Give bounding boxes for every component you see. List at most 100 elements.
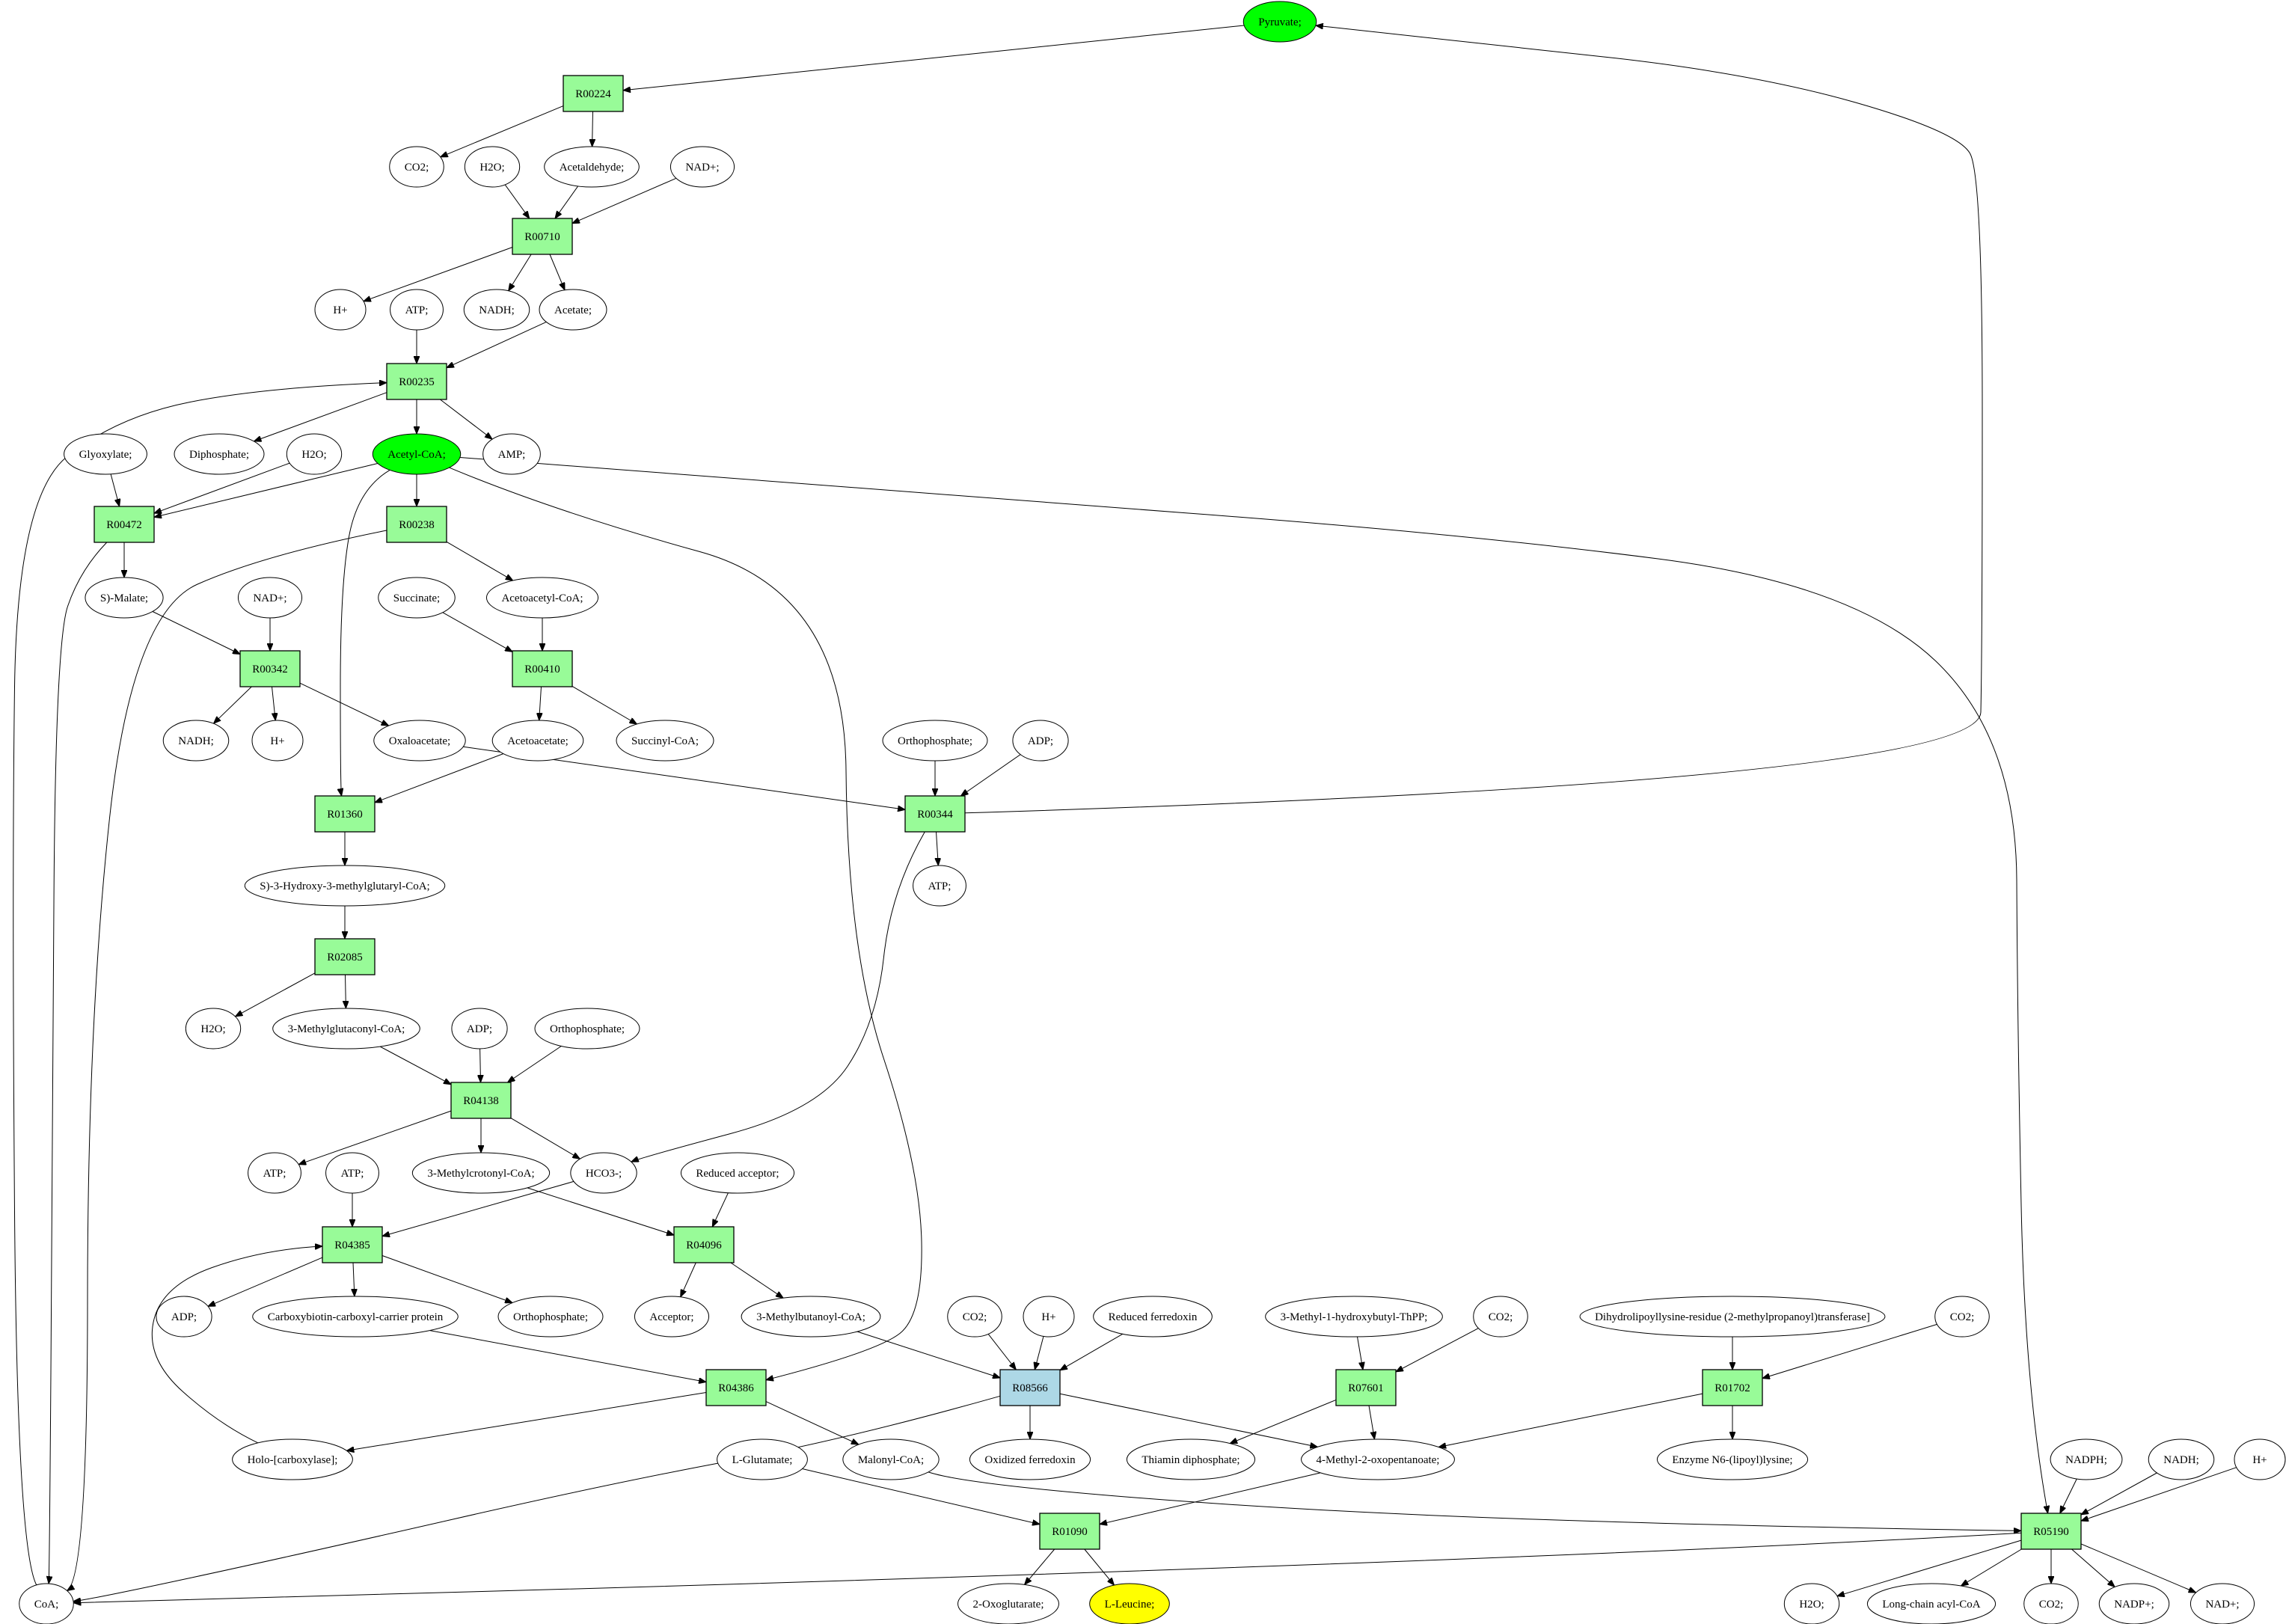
compound-ellipse [1866, 1583, 1997, 1624]
compound-node[interactable]: AMP; [482, 433, 541, 475]
compound-node[interactable]: ATP; [248, 1152, 301, 1194]
compound-node[interactable]: ATP; [913, 865, 966, 907]
compound-node[interactable]: Acceptor; [634, 1296, 710, 1337]
reaction-node[interactable]: R04386 [705, 1369, 767, 1406]
compound-node[interactable]: Oxaloacetate; [373, 720, 466, 762]
edge-r_R05190-to-c_longchainacylcoa [1961, 1548, 2022, 1586]
compound-node[interactable]: CoA; [19, 1583, 74, 1624]
compound-node[interactable]: Succinate; [378, 577, 456, 619]
reaction-node[interactable]: R00472 [94, 506, 155, 543]
compound-node[interactable]: Succinyl-CoA; [616, 720, 714, 762]
compound-node[interactable]: 3-Methylglutaconyl-CoA; [272, 1008, 420, 1050]
compound-node[interactable]: H2O; [185, 1008, 242, 1050]
compound-node[interactable]: Acetoacetate; [491, 720, 584, 762]
compound-node[interactable]: Thiamin diphosphate; [1126, 1438, 1256, 1480]
compound-node[interactable]: Acetaldehyde; [544, 146, 640, 188]
compound-node[interactable]: Orthophosphate; [882, 720, 988, 762]
compound-node[interactable]: L-Glutamate; [717, 1438, 808, 1480]
reaction-node[interactable]: R08566 [999, 1369, 1061, 1406]
compound-node[interactable]: Acetoacetyl-CoA; [485, 577, 599, 619]
reaction-node[interactable]: R00224 [563, 75, 624, 112]
compound-node[interactable]: H+ [314, 289, 367, 331]
reaction-node[interactable]: R01702 [1702, 1369, 1763, 1406]
reaction-node[interactable]: R00235 [386, 363, 447, 400]
compound-node[interactable]: Malonyl-CoA; [842, 1438, 940, 1480]
compound-node[interactable]: ATP; [390, 289, 444, 331]
compound-node[interactable]: ADP; [1012, 720, 1069, 762]
compound-label: H+ [270, 735, 284, 747]
compound-node[interactable]: 4-Methyl-2-oxopentanoate; [1301, 1438, 1455, 1480]
compound-node[interactable]: H+ [1023, 1296, 1075, 1337]
compound-node[interactable]: ATP; [325, 1152, 379, 1194]
compound-node[interactable]: H2O; [464, 146, 521, 188]
reaction-node[interactable]: R00342 [239, 650, 301, 687]
compound-node[interactable]: NADPH; [2050, 1438, 2123, 1480]
compound-node[interactable]: 2-Oxoglutarate; [957, 1583, 1059, 1624]
reaction-box [1335, 1369, 1397, 1406]
reaction-box [386, 506, 447, 543]
compound-node[interactable]: CO2; [389, 146, 444, 188]
compound-node[interactable]: Diphosphate; [174, 433, 265, 475]
reaction-node[interactable]: R00344 [904, 795, 966, 833]
reaction-node[interactable]: R04096 [673, 1226, 735, 1263]
compound-node[interactable]: CO2; [947, 1296, 1002, 1337]
edge-c_reducedacceptor-to-r_R04096 [712, 1192, 729, 1227]
compound-node[interactable]: Acetyl-CoA; [372, 433, 462, 475]
compound-node[interactable]: NAD+; [237, 577, 303, 619]
compound-label: H+ [2252, 1454, 2267, 1466]
compound-node[interactable]: H2O; [1783, 1583, 1840, 1624]
compound-node[interactable]: Carboxybiotin-carboxyl-carrier protein [252, 1296, 459, 1337]
compound-node[interactable]: Reduced ferredoxin [1093, 1296, 1213, 1337]
compound-node[interactable]: NADH; [463, 289, 530, 331]
reaction-node[interactable]: R00238 [386, 506, 447, 543]
compound-node[interactable]: Orthophosphate; [534, 1008, 640, 1050]
compound-node[interactable]: S)-Malate; [85, 577, 164, 619]
compound-node[interactable]: ADP; [451, 1008, 508, 1050]
compound-label: Dihydrolipoyllysine-residue (2-methylpro… [1595, 1311, 1870, 1323]
reaction-node[interactable]: R00710 [512, 218, 573, 255]
compound-node[interactable]: Orthophosphate; [497, 1296, 604, 1337]
compound-node[interactable]: NAD+; [2190, 1583, 2255, 1624]
compound-node[interactable]: CO2; [1934, 1296, 1990, 1337]
compound-node[interactable]: CO2; [1473, 1296, 1528, 1337]
compound-node[interactable]: H+ [251, 720, 304, 762]
compound-ellipse [373, 720, 466, 762]
compound-node[interactable]: NADH; [2148, 1438, 2215, 1480]
compound-node[interactable]: NADP+; [2098, 1583, 2170, 1624]
reaction-node[interactable]: R04138 [450, 1082, 512, 1119]
reaction-node[interactable]: R01360 [314, 795, 376, 833]
compound-ellipse [634, 1296, 710, 1337]
compound-node[interactable]: Acetate; [539, 289, 607, 331]
compound-node[interactable]: CO2; [2023, 1583, 2079, 1624]
compound-node[interactable]: 3-Methyl-1-hydroxybutyl-ThPP; [1265, 1296, 1443, 1337]
compound-node[interactable]: H+ [2234, 1438, 2286, 1480]
reaction-node[interactable]: R00410 [512, 650, 573, 687]
compound-node[interactable]: NADH; [162, 720, 230, 762]
compound-label: Acetoacetyl-CoA; [501, 592, 583, 604]
compound-node[interactable]: Reduced acceptor; [680, 1152, 795, 1194]
compound-node[interactable]: H2O; [286, 433, 343, 475]
compound-node[interactable]: Dihydrolipoyllysine-residue (2-methylpro… [1579, 1296, 1886, 1337]
compound-node[interactable]: Holo-[carboxylase]; [232, 1438, 353, 1480]
nodes-layer: Pyruvate; CO2; H2O; Acetaldehyde; NAD+; H+ ATP… [19, 1, 2286, 1624]
compound-node[interactable]: ADP; [156, 1296, 212, 1337]
compound-node[interactable]: Pyruvate; [1242, 1, 1317, 43]
edge-c_acetylcoa-to-r_R00472 [154, 463, 379, 518]
compound-node[interactable]: NAD+; [669, 146, 735, 188]
compound-node[interactable]: L-Leucine; [1089, 1583, 1170, 1624]
reaction-box [563, 75, 624, 112]
compound-node[interactable]: Enzyme N6-(lipoyl)lysine; [1656, 1438, 1809, 1480]
reaction-node[interactable]: R02085 [314, 938, 376, 975]
compound-node[interactable]: Glyoxylate; [64, 433, 147, 475]
compound-node[interactable]: Oxidized ferredoxin [969, 1438, 1091, 1480]
reaction-node[interactable]: R01090 [1039, 1513, 1100, 1550]
compound-node[interactable]: S)-3-Hydroxy-3-methylglutaryl-CoA; [244, 865, 446, 907]
compound-node[interactable]: HCO3-; [570, 1152, 637, 1194]
compound-node[interactable]: 3-Methylbutanoyl-CoA; [741, 1296, 881, 1337]
reaction-node[interactable]: R05190 [2020, 1513, 2082, 1550]
compound-ellipse [252, 1296, 459, 1337]
reaction-node[interactable]: R04385 [322, 1226, 383, 1263]
compound-node[interactable]: 3-Methylcrotonyl-CoA; [411, 1152, 551, 1194]
compound-node[interactable]: Long-chain acyl-CoA [1866, 1583, 1997, 1624]
reaction-node[interactable]: R07601 [1335, 1369, 1397, 1406]
